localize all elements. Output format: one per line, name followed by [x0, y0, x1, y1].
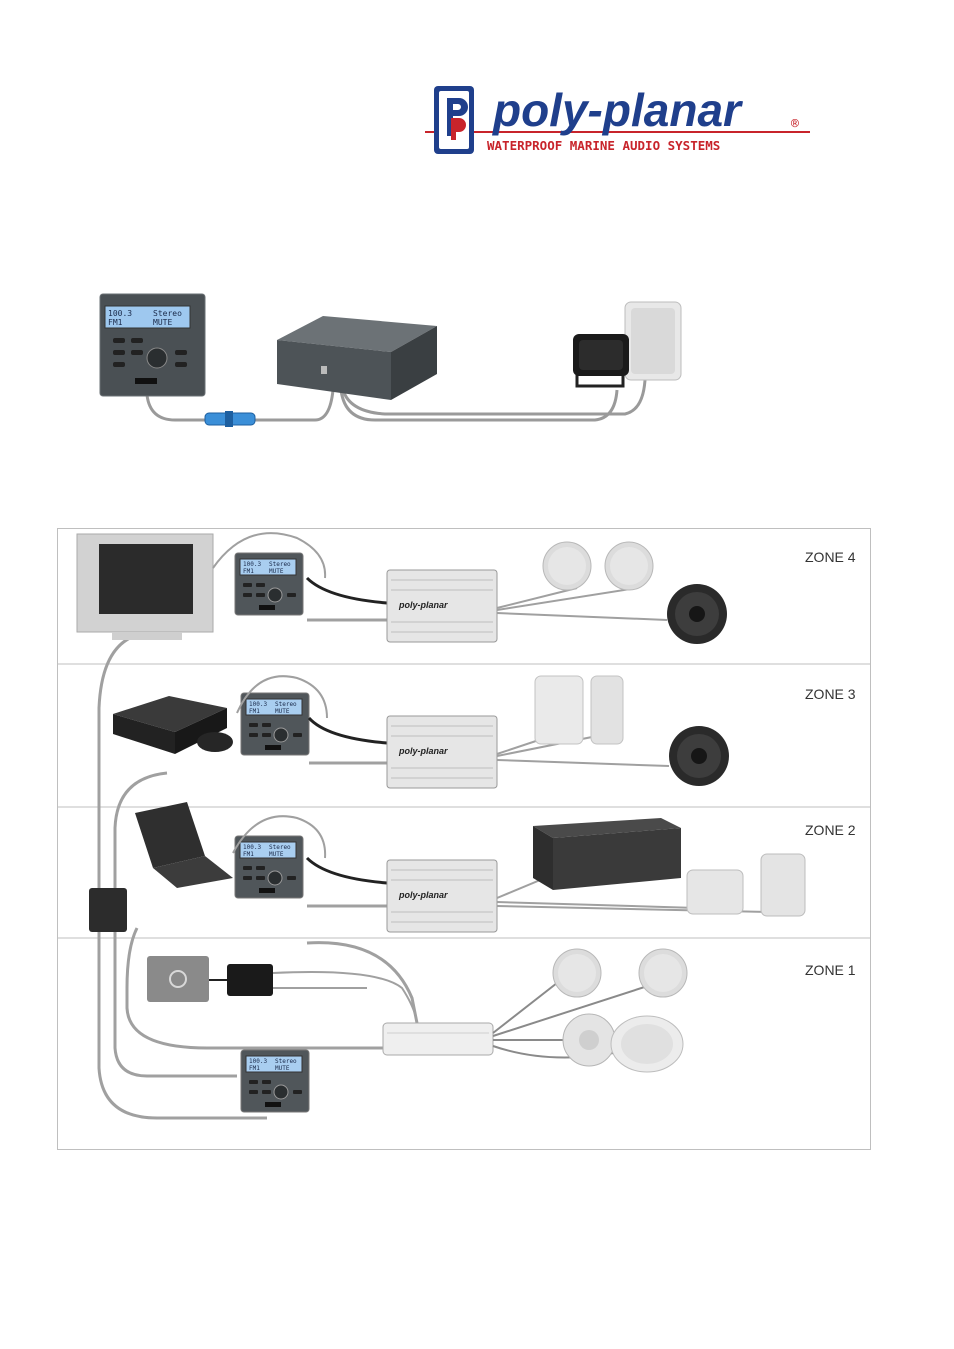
- blue-connector: [205, 411, 255, 427]
- zone-1-ipod-dock: [147, 956, 209, 1002]
- amplifier-unit: [277, 316, 437, 400]
- zone-3-controller-mute: MUTE: [275, 708, 290, 715]
- zone-3-label: ZONE 3: [805, 686, 856, 702]
- head-unit-controller: 100.3 Stereo FM1 MUTE: [100, 294, 205, 396]
- zone-3-controller-stereo: Stereo: [275, 701, 297, 708]
- zone-4-subwoofer: [667, 584, 727, 644]
- zone-2-amplifier: poly-planar: [387, 860, 497, 932]
- zone-2-speaker-left: [687, 870, 743, 914]
- brand-logo-mark: poly-planar ® WATERPROOF MARINE AUDIO SY…: [425, 80, 815, 162]
- zone-4-amplifier: poly-planar: [387, 570, 497, 642]
- zone-4-tv: [77, 534, 213, 640]
- zone-1-controller-mute: MUTE: [275, 1065, 290, 1072]
- zone-2-controller-stereo: Stereo: [269, 844, 291, 851]
- zone-3-speaker-right: [591, 676, 623, 744]
- zone-4-ceiling-speaker-right: [605, 542, 653, 590]
- zone-3-speaker-left: [535, 676, 583, 744]
- zone-2-controller-freq: 100.3: [243, 844, 261, 851]
- zone-1-round-speaker: [563, 1014, 615, 1066]
- marine-speaker-black: [573, 334, 629, 386]
- zone-3-subwoofer: [669, 726, 729, 786]
- zone-2-controller-mute: MUTE: [269, 851, 284, 858]
- zone-4-controller-freq: 100.3: [243, 561, 261, 568]
- zone-4-controller-stereo: Stereo: [269, 561, 291, 568]
- brand-logo: poly-planar ® WATERPROOF MARINE AUDIO SY…: [425, 80, 815, 162]
- zone-3-controller-freq: 100.3: [249, 701, 267, 708]
- zone-4-controller-mute: MUTE: [269, 568, 284, 575]
- zone-3-controller-band: FM1: [249, 708, 260, 715]
- multi-zone-diagram: ZONE 4 ZONE 3 ZONE 2 ZONE 1 poly-planar: [57, 528, 871, 1150]
- zone-1-label: ZONE 1: [805, 962, 856, 978]
- zone-2-controller-band: FM1: [243, 851, 254, 858]
- zone-4-amplifier-label: poly-planar: [398, 600, 448, 610]
- controller-freq: 100.3: [108, 309, 132, 318]
- zone-2-subwoofer-box: [533, 818, 681, 890]
- zone-1-controller-band: FM1: [249, 1065, 260, 1072]
- zone-1-controller-freq: 100.3: [249, 1058, 267, 1065]
- zone-4-ceiling-speaker-left: [543, 542, 591, 590]
- zone-1-oval-speaker: [611, 1016, 683, 1072]
- zone-1-multizone-hub: [383, 1023, 493, 1055]
- zone-2-speaker-right: [761, 854, 805, 916]
- controller-band: FM1: [108, 318, 123, 327]
- zone-4-label: ZONE 4: [805, 549, 856, 565]
- zone-2-label: ZONE 2: [805, 822, 856, 838]
- marine-speaker-white: [625, 302, 681, 380]
- zone-3-amplifier: poly-planar: [387, 716, 497, 788]
- zone-2-amplifier-label: poly-planar: [398, 890, 448, 900]
- brand-tagline: WATERPROOF MARINE AUDIO SYSTEMS: [487, 138, 720, 153]
- zone-4-controller-band: FM1: [243, 568, 254, 575]
- junction-box: [89, 888, 127, 932]
- zone-1-ceiling-speaker-right: [639, 949, 687, 997]
- zone-1-controller-stereo: Stereo: [275, 1058, 297, 1065]
- zone-3-amplifier-label: poly-planar: [398, 746, 448, 756]
- zone-1-interface-module: [227, 964, 273, 996]
- simple-system-diagram: 100.3 Stereo FM1 MUTE: [95, 290, 695, 430]
- registered-mark: ®: [791, 117, 799, 132]
- zone-1-ceiling-speaker-left: [553, 949, 601, 997]
- controller-stereo: Stereo: [153, 309, 182, 318]
- controller-mute: MUTE: [153, 318, 172, 327]
- brand-name: poly-planar: [491, 84, 743, 136]
